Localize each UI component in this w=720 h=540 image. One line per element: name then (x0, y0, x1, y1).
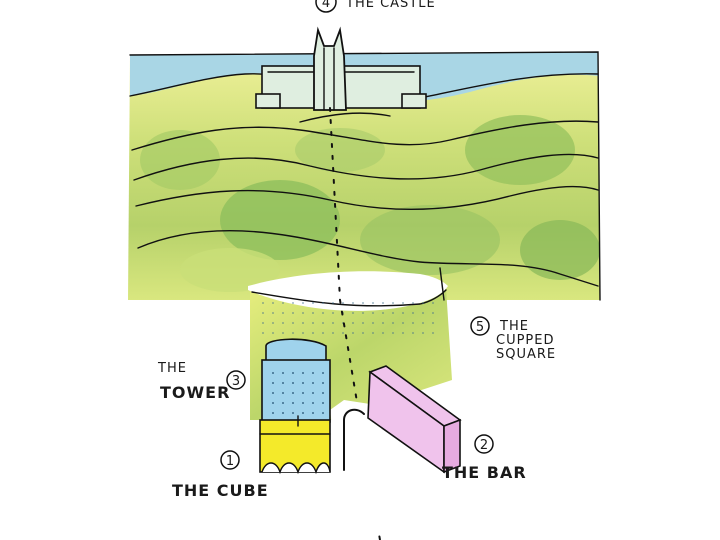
landscape-panel (128, 51, 601, 301)
cupped-square-line2: CUPPED (496, 333, 555, 348)
bar-label-text: THE BAR (442, 463, 527, 482)
castle-label: 4 THE CASTLE (315, 0, 436, 13)
tower-number: 3 (232, 374, 240, 389)
tower (261, 338, 331, 423)
tower-label: THE TOWER 3 (157, 361, 246, 402)
castle-label-text: THE CASTLE (345, 0, 436, 11)
cube (259, 415, 331, 475)
bar (367, 365, 462, 474)
tower-line2: TOWER (160, 383, 230, 402)
castle-number: 4 (322, 0, 330, 11)
castle (255, 26, 427, 111)
bar-number: 2 (480, 438, 488, 453)
cube-label-text: THE CUBE (172, 481, 269, 500)
cube-label: 1 THE CUBE (172, 450, 269, 500)
cupped-square-label: 5 THE CUPPED SQUARE (470, 316, 556, 362)
tower-line1: THE (157, 361, 187, 376)
cupped-square-number: 5 (476, 320, 484, 335)
bar-label: 2 THE BAR (442, 434, 527, 482)
cube-number: 1 (226, 454, 234, 469)
street (330, 400, 400, 540)
cupped-square-line1: THE (499, 319, 529, 334)
cupped-square-line3: SQUARE (496, 347, 556, 362)
